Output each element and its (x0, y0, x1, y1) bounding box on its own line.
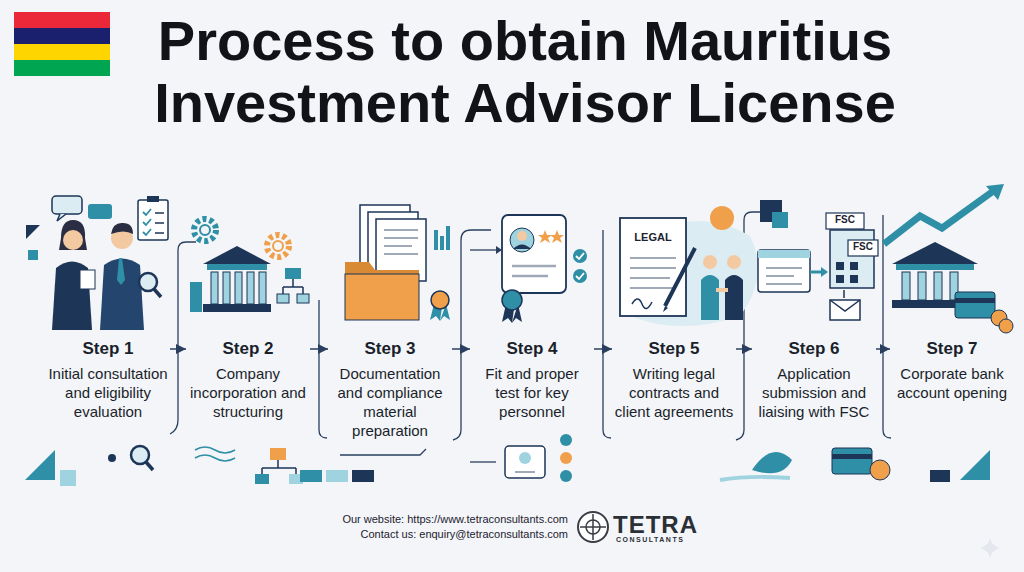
step-box: Step 7 Corporate bank account opening (890, 338, 1014, 402)
sign-text: FSC (826, 214, 864, 226)
flow-arrow (594, 348, 612, 350)
step5-icon (620, 206, 792, 480)
flow-dividers (170, 212, 891, 440)
step6-icon (758, 200, 878, 320)
flow-arrow (170, 348, 186, 350)
flow-arrow (736, 348, 752, 350)
contact-text: Contact us: enquiry@tetraconsultants.com (250, 528, 568, 541)
step-description: Corporate bank account opening (892, 364, 1012, 402)
step-box: Step 1 Initial consultation and eligibili… (46, 338, 170, 421)
step-number: Step 1 (48, 338, 168, 360)
flow-arrow (876, 348, 890, 350)
step-number: Step 2 (188, 338, 308, 360)
title: Process to obtain Mauritius Investment A… (110, 10, 940, 134)
step-number: Step 4 (472, 338, 592, 360)
step-description: Writing legal contracts and client agree… (614, 364, 734, 421)
step-description: Fit and proper test for key personnel (472, 364, 592, 421)
step-box: Step 4 Fit and proper test for key person… (470, 338, 594, 421)
step-number: Step 5 (614, 338, 734, 360)
sparkle (980, 538, 1000, 558)
step1-icon (25, 196, 168, 486)
step-box: Step 2 Company incorporation and structur… (186, 338, 310, 421)
mauritius-flag (14, 12, 110, 76)
company-logo (578, 512, 608, 542)
step-box: Step 5 Writing legal contracts and client… (612, 338, 736, 421)
step-number: Step 3 (330, 338, 450, 360)
step-description: Documentation and compliance material pr… (330, 364, 450, 440)
step7-icon (832, 184, 1013, 482)
step3-icon (300, 205, 450, 482)
flow-arrow (310, 348, 328, 350)
step-description: Company incorporation and structuring (188, 364, 308, 421)
step-number: Step 6 (754, 338, 874, 360)
step-description: Application submission and liaising with… (754, 364, 874, 421)
logo-subtext: CONSULTANTS (616, 536, 684, 544)
flow-arrow (452, 348, 470, 350)
step-box: Step 3 Documentation and compliance mater… (328, 338, 452, 440)
sign-text: FSC (848, 241, 878, 253)
step-box: Step 6 Application submission and liaisin… (752, 338, 876, 421)
step-number: Step 7 (892, 338, 1012, 360)
logo-text: TETRA (613, 510, 698, 539)
website-text: Our website: https://www.tetraconsultant… (250, 513, 568, 526)
step-description: Initial consultation and eligibility eva… (48, 364, 168, 421)
document-title: LEGAL (628, 231, 678, 244)
